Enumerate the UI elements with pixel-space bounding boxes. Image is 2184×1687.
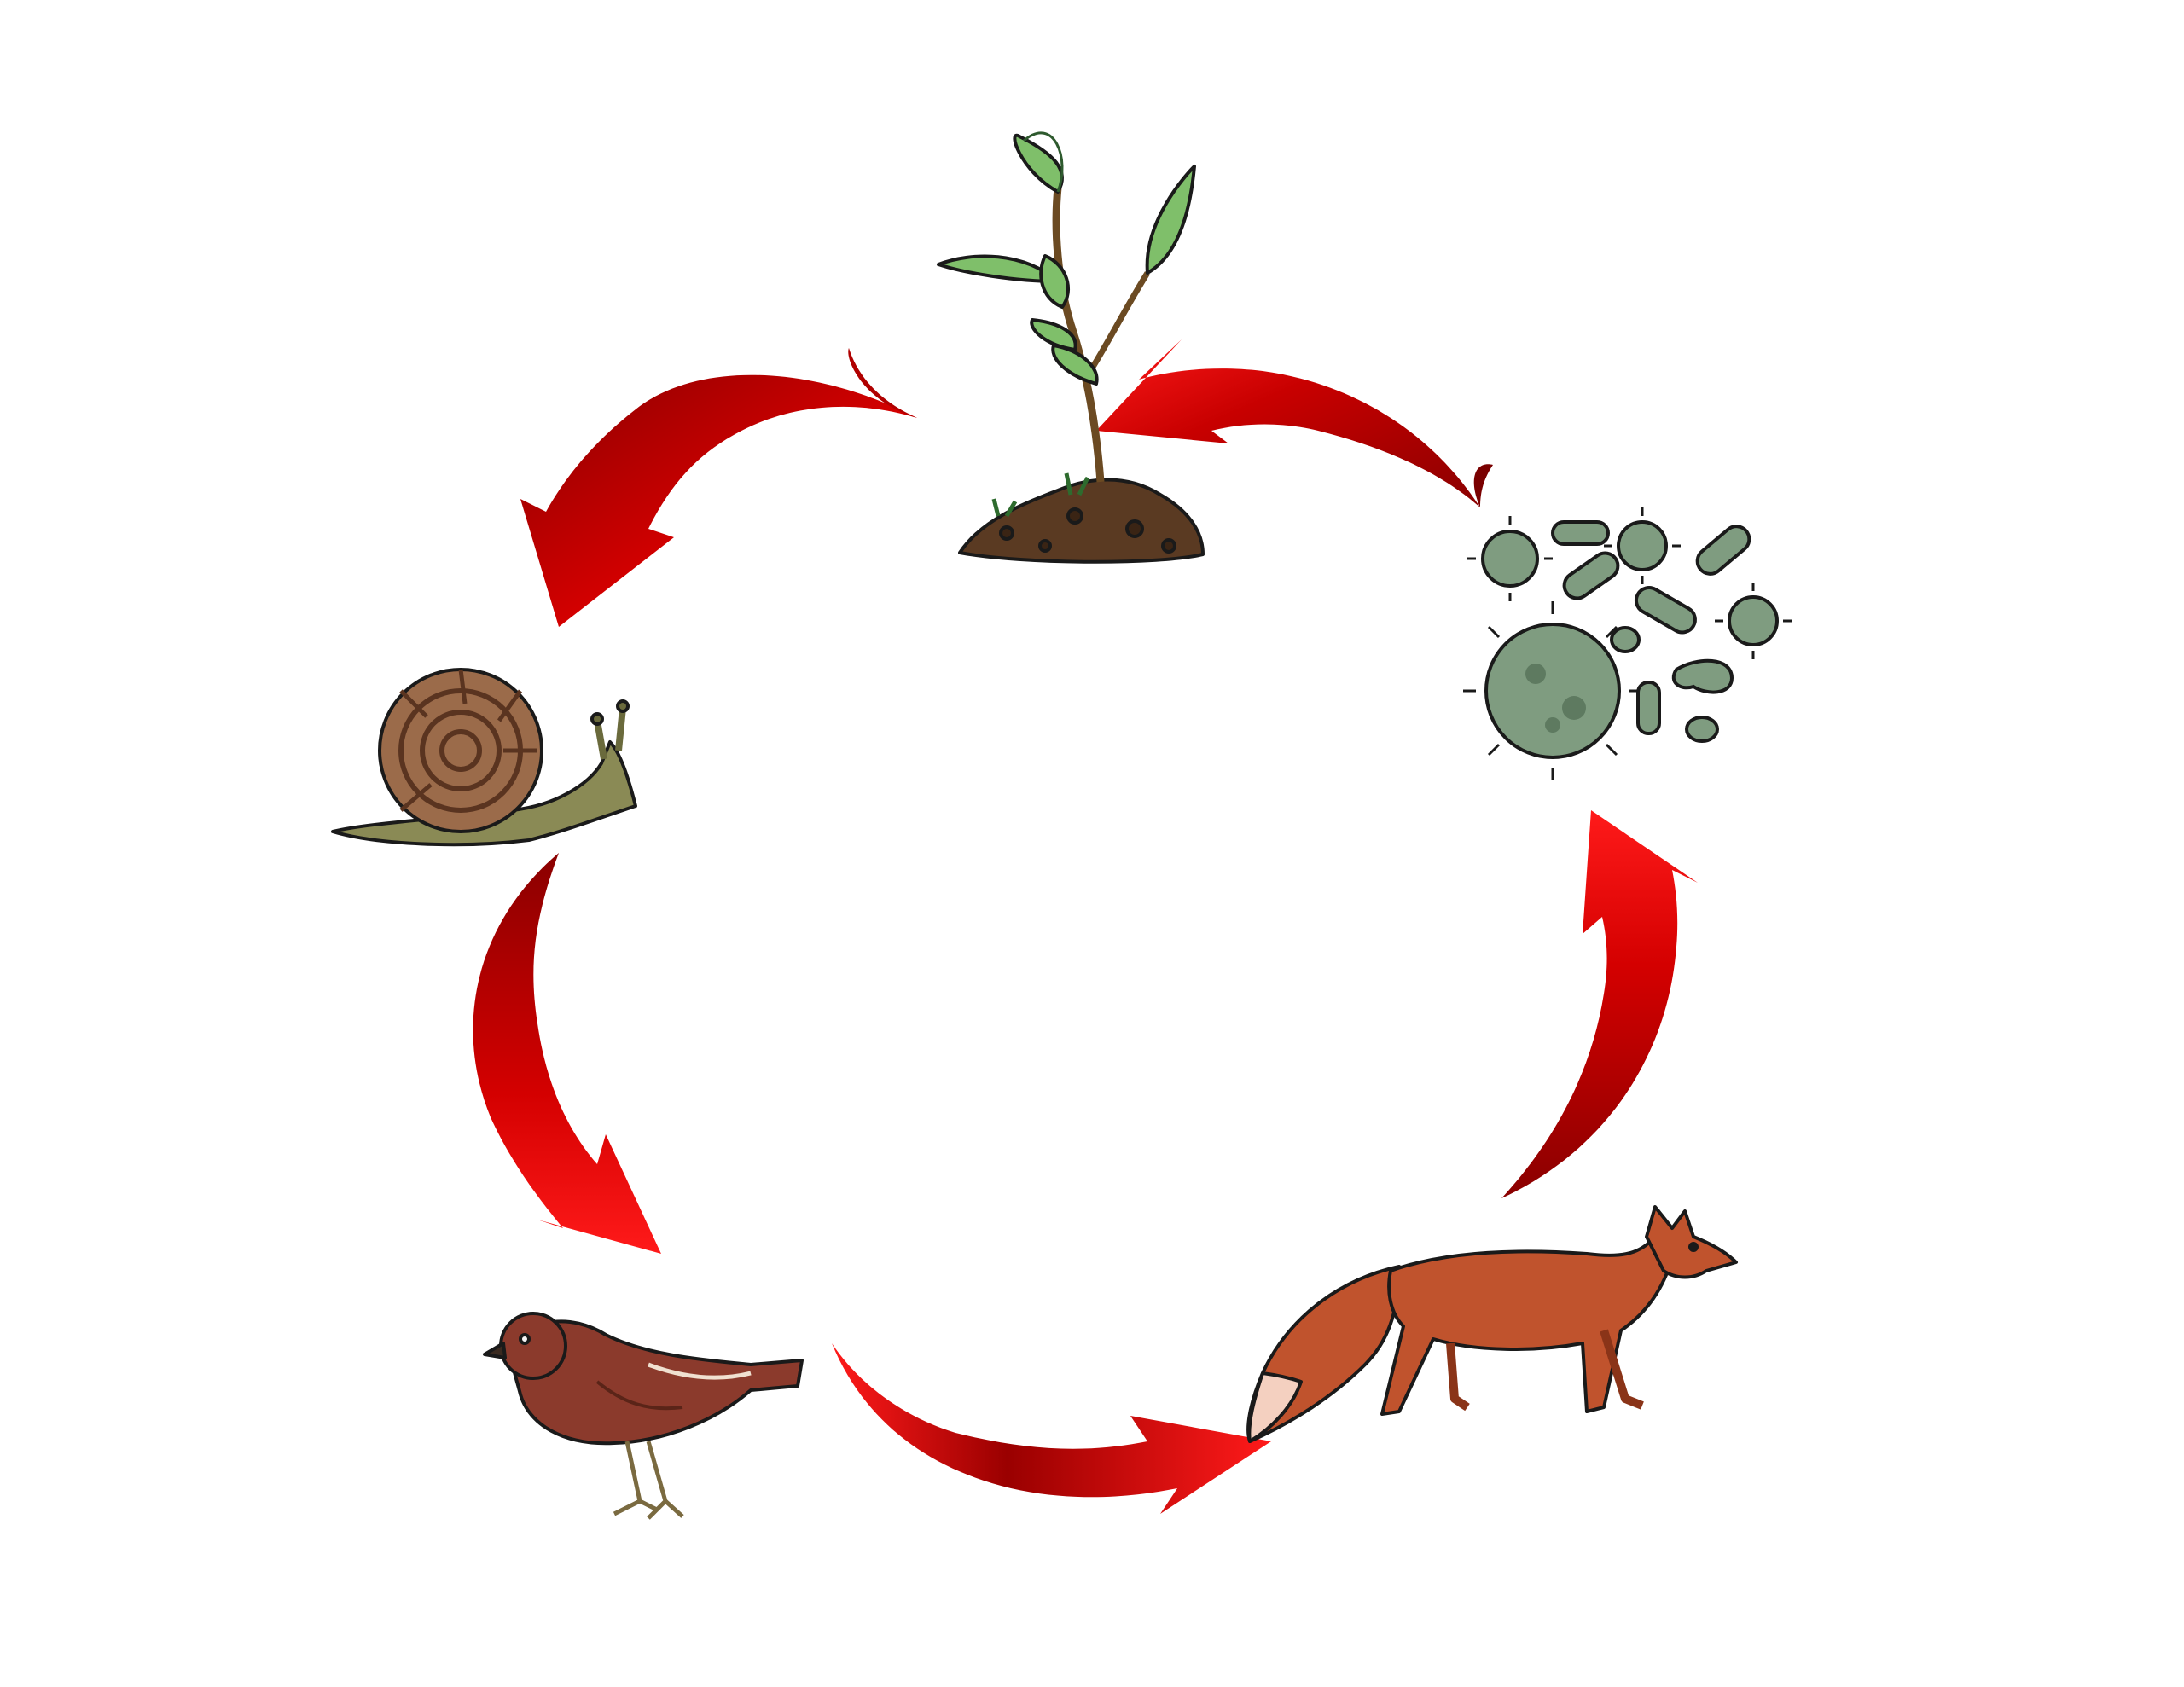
arrow-snail-to-bird: [473, 853, 661, 1254]
plant-seedling-icon: [937, 131, 1205, 564]
arrow-fox-to-decomposers: [1502, 810, 1698, 1198]
bird-icon: [483, 1312, 804, 1520]
arrow-plant-to-snail: [520, 348, 917, 627]
fox-icon: [1246, 1205, 1738, 1443]
arrow-bird-to-fox: [832, 1343, 1271, 1514]
snail-icon: [331, 668, 637, 847]
microbes-icon: [1463, 507, 1792, 780]
arrow-decomposers-to-plant: [1096, 339, 1493, 507]
